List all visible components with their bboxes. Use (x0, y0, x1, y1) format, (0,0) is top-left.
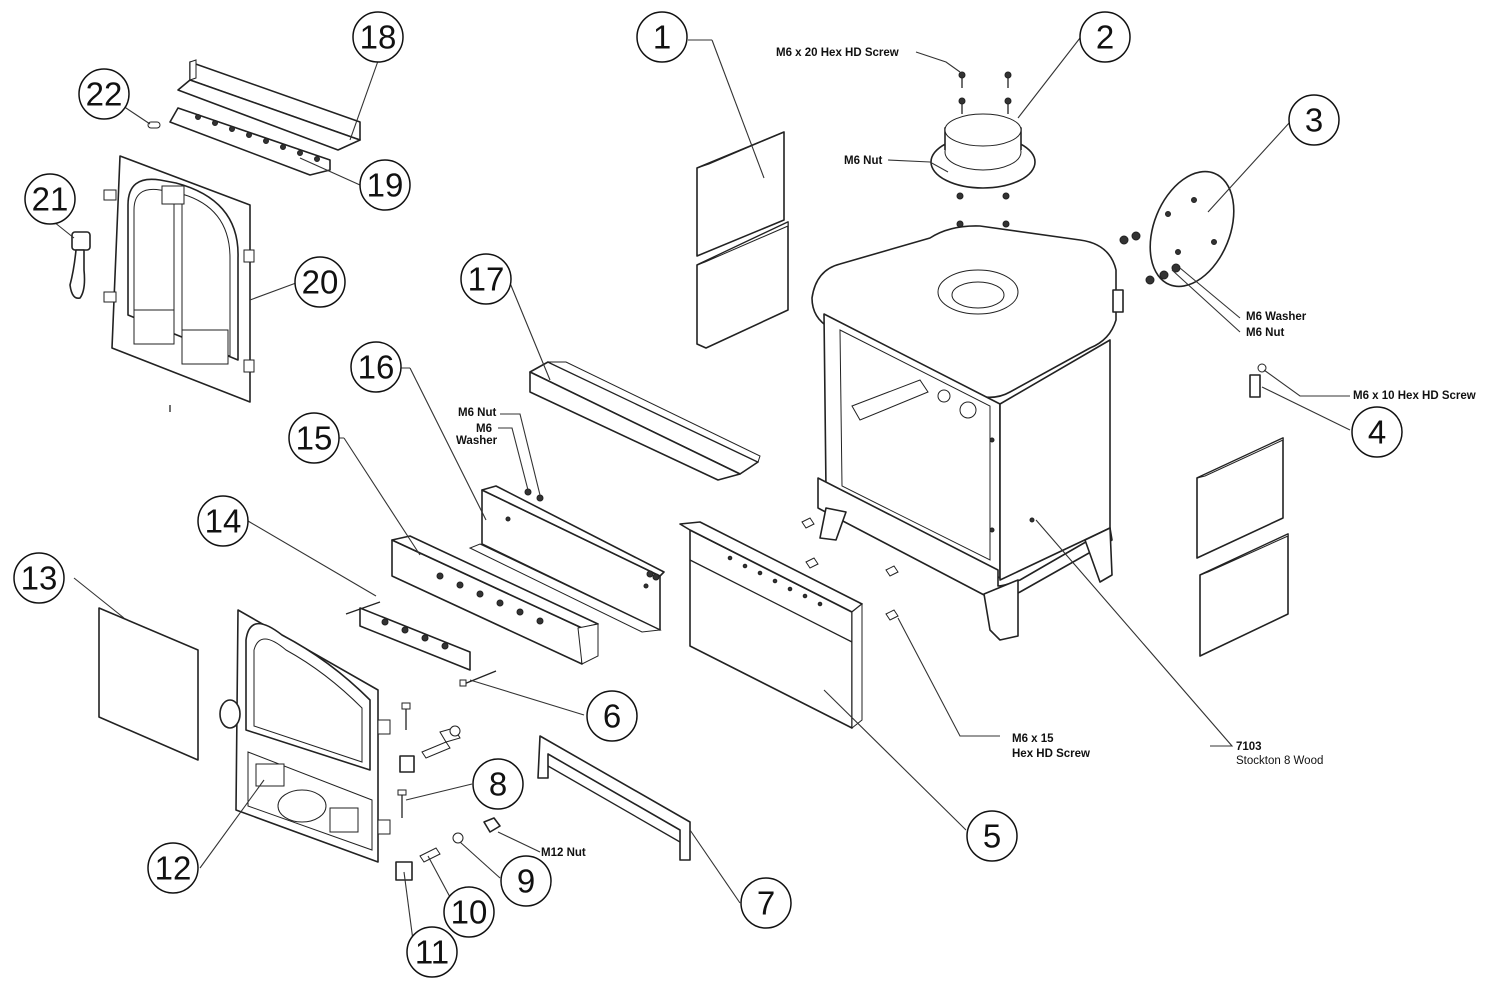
callout-3: 3 (1288, 94, 1340, 146)
svg-text:20: 20 (302, 264, 339, 301)
callout-12: 12 (147, 842, 199, 894)
label-m6-nut-top: M6 Nut (844, 155, 883, 167)
part-5-deflector-plate (679, 521, 863, 730)
base-screws (801, 517, 899, 621)
callout-15: 15 (288, 412, 340, 464)
label-m6-washer-right: M6 Washer (1246, 311, 1307, 323)
callout-1: 1 (636, 11, 688, 63)
callout-17: 17 (460, 253, 512, 305)
part-2-flue-collar (930, 71, 1036, 228)
callout-4: 4 (1351, 406, 1403, 458)
svg-text:7: 7 (757, 885, 775, 922)
part-4-bracket (1112, 289, 1267, 398)
callout-6: 6 (586, 690, 638, 742)
callout-14: 14 (197, 495, 249, 547)
svg-text:21: 21 (32, 181, 69, 218)
label-m12-nut: M12 Nut (541, 847, 586, 859)
label-m6-nut-mid: M6 Nut (458, 407, 497, 419)
callout-13: 13 (13, 552, 65, 604)
svg-text:12: 12 (155, 850, 192, 887)
callout-7: 7 (740, 877, 792, 929)
svg-text:22: 22 (86, 76, 123, 113)
callout-22: 22 (78, 68, 130, 120)
label-model-code: 7103 (1236, 741, 1262, 753)
svg-text:8: 8 (489, 766, 507, 803)
part-6-pin (459, 670, 497, 687)
svg-text:1: 1 (653, 19, 671, 56)
callout-20: 20 (294, 256, 346, 308)
svg-text:3: 3 (1305, 102, 1323, 139)
label-model-name: Stockton 8 Wood (1236, 755, 1323, 767)
part-17-baffle (529, 361, 761, 481)
svg-text:11: 11 (415, 934, 449, 971)
callout-10: 10 (443, 886, 495, 938)
part-1-firebricks (696, 131, 789, 349)
part-19-rail-bar (169, 107, 331, 176)
part-13-glass-panel (98, 607, 199, 761)
label-m6x20-screw: M6 x 20 Hex HD Screw (776, 47, 899, 59)
svg-text:2: 2 (1096, 19, 1114, 56)
svg-text:10: 10 (451, 894, 488, 931)
svg-text:9: 9 (517, 863, 535, 900)
svg-text:13: 13 (21, 560, 58, 597)
part-21-handle (69, 231, 91, 300)
part-16-ash-plate (468, 485, 665, 633)
label-m6x15-2: Hex HD Screw (1012, 748, 1090, 760)
label-m6-nut-right: M6 Nut (1246, 327, 1285, 339)
svg-text:17: 17 (468, 261, 505, 298)
part-3-blanking-plate (1119, 170, 1235, 288)
callout-19: 19 (359, 159, 411, 211)
svg-text:6: 6 (603, 698, 621, 735)
svg-text:5: 5 (983, 818, 1001, 855)
label-m6-washer-mid-2: Washer (456, 435, 498, 447)
callout-9: 9 (500, 855, 552, 907)
part-18-front-bar (177, 59, 361, 151)
door-hinge-hardware (395, 702, 501, 881)
label-m6-washer-mid-1: M6 (476, 423, 492, 435)
part-14-grate (345, 601, 471, 671)
part-7-log-guard (537, 735, 691, 861)
part-20-door-frame (103, 155, 255, 412)
leader-lines (53, 37, 1351, 949)
svg-text:18: 18 (360, 19, 397, 56)
label-m6x15-1: M6 x 15 (1012, 733, 1054, 745)
svg-text:16: 16 (358, 349, 395, 386)
svg-text:19: 19 (367, 167, 404, 204)
part-22-pin (147, 121, 161, 129)
callout-16: 16 (350, 341, 402, 393)
svg-text:4: 4 (1368, 414, 1386, 451)
stove-body-7103 (811, 225, 1117, 641)
callout-18: 18 (352, 11, 404, 63)
svg-text:15: 15 (296, 420, 333, 457)
right-firebricks (1196, 437, 1289, 657)
callout-8: 8 (472, 758, 524, 810)
svg-text:14: 14 (205, 503, 242, 540)
part-12-main-door (219, 609, 391, 863)
callout-2: 2 (1079, 11, 1131, 63)
label-m6x10-screw: M6 x 10 Hex HD Screw (1353, 390, 1476, 402)
callout-11: 11 (406, 926, 458, 978)
part-15-grate-tray (391, 535, 599, 665)
callout-5: 5 (966, 810, 1018, 862)
callout-21: 21 (24, 173, 76, 225)
